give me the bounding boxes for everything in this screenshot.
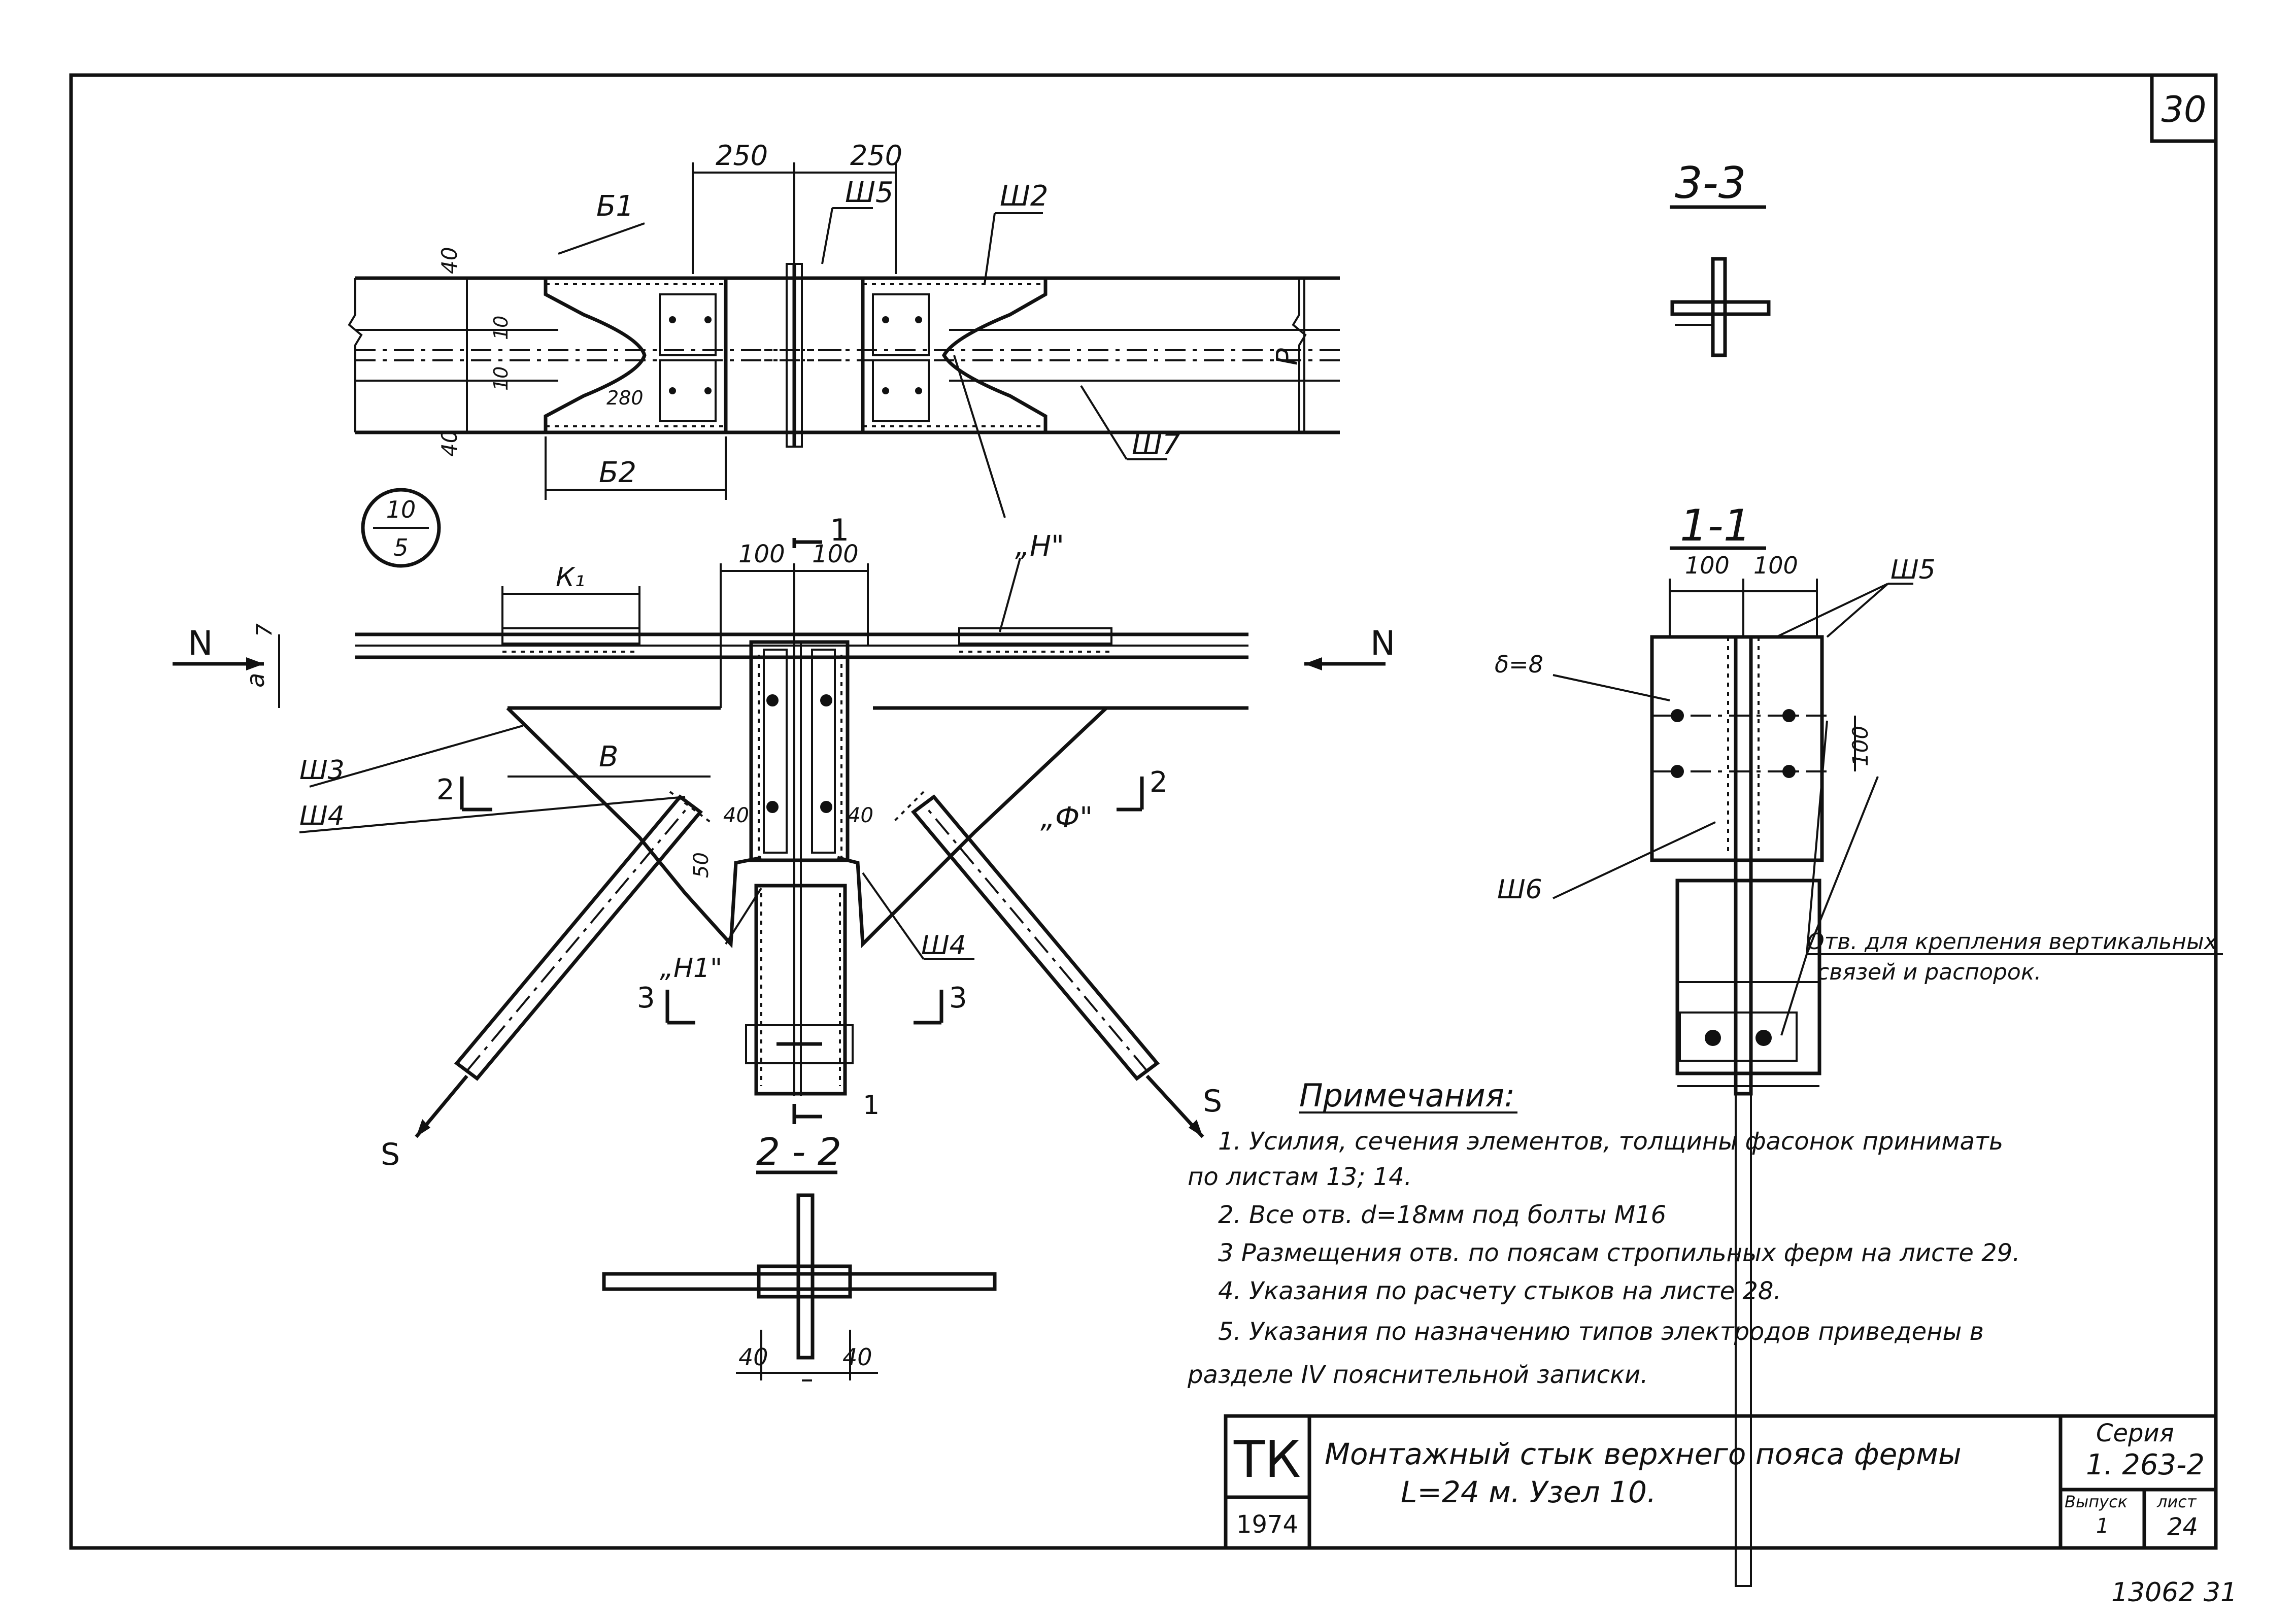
title-sheet-label: лист — [2156, 1492, 2197, 1511]
archive-stamp: 13062 31 — [2111, 1577, 2237, 1608]
section-3-3-title: 3-3 — [1675, 158, 1746, 209]
notes-heading: Примечания: — [1299, 1077, 1515, 1114]
sec11-dim-100-left: 100 — [1685, 552, 1730, 579]
elev-section-2-left: 2 — [436, 773, 455, 806]
sec11-label-sh6: Ш6 — [1497, 874, 1542, 905]
elev-label-a: а — [242, 673, 270, 688]
title-block: ТК 1974 Монтажный стык верхнего пояса фе… — [1224, 1414, 2218, 1550]
sec11-label-sh5: Ш5 — [1890, 555, 1936, 585]
elev-label-s-right: S — [1203, 1084, 1222, 1119]
plan-label-sh2: Ш2 — [1000, 180, 1049, 213]
title-line1: Монтажный стык верхнего пояса фермы — [1325, 1437, 1962, 1471]
note-2: 2. Все отв. d=18мм под болты М16 — [1218, 1201, 1666, 1229]
title-issue-label: Выпуск — [2065, 1492, 2128, 1511]
plan-dim-40-top: 40 — [437, 247, 462, 274]
section-1-1-title: 1-1 — [1680, 500, 1751, 551]
elev-label-v: В — [599, 740, 618, 773]
plan-label-sh5: Ш5 — [845, 176, 894, 209]
elev-label-sh3: Ш3 — [299, 755, 345, 786]
plan-dim-40-bottom: 40 — [437, 430, 462, 457]
elev-label-f: „Ф" — [1040, 801, 1093, 834]
elev-section-1-top: 1 — [830, 513, 849, 548]
plan-dim-280: 280 — [606, 387, 644, 409]
elev-section-3-left: 3 — [637, 982, 655, 1015]
elev-label-h1: „Н1" — [660, 953, 722, 984]
sec11-note-holes-line2: связей и распорок. — [1817, 959, 2041, 985]
plan-label-p: Р — [1271, 348, 1304, 365]
section-2-2-dim-left: 40 — [738, 1343, 768, 1371]
elev-dim-40-right: 40 — [848, 804, 873, 827]
section-2-2-dim-right: 40 — [842, 1343, 872, 1371]
sec11-dim-100-right: 100 — [1753, 552, 1798, 579]
note-1-line2: по листам 13; 14. — [1188, 1163, 1412, 1191]
section-3-3: 3-3 — [1670, 158, 1771, 357]
title-issue-value: 1 — [2096, 1514, 2109, 1538]
section-2-2-title: 2 - 2 — [756, 1130, 841, 1174]
title-series-value: 1. 263-2 — [2086, 1448, 2205, 1481]
sec11-note-holes-line1: Отв. для крепления вертикальных — [1807, 929, 2218, 955]
sec11-dim-100-vertical: 100 — [1848, 726, 1873, 766]
elev-section-1-bottom: 1 — [863, 1090, 880, 1121]
node-mark-top: 10 — [386, 496, 416, 523]
plan-view: 250 250 Б1 Ш5 Ш2 Ш7 Р 40 40 10 10 280 Б2 — [348, 140, 1340, 500]
title-tk: ТК — [1233, 1430, 1301, 1489]
elev-label-n-left: N — [188, 624, 213, 663]
plan-dim-10a: 10 — [490, 316, 512, 340]
sheet-number: 30 — [2161, 89, 2206, 130]
plan-label-sh7: Ш7 — [1132, 428, 1180, 461]
note-4: 4. Указания по расчету стыков на листе 2… — [1218, 1277, 1781, 1305]
elev-dim-100-left: 100 — [738, 540, 785, 568]
elev-dim-100-right: 100 — [812, 540, 859, 568]
title-series-label: Серия — [2096, 1419, 2174, 1447]
sheet-frame: 30 13062 31 — [69, 73, 2237, 1608]
node-mark-bottom: 5 — [393, 534, 408, 561]
elev-dim-40-left: 40 — [723, 804, 749, 827]
plan-dim-250-right: 250 — [850, 140, 902, 172]
node-mark: 10 5 — [361, 488, 441, 568]
title-year: 1974 — [1236, 1510, 1298, 1539]
title-line2: L=24 м. Узел 10. — [1401, 1475, 1656, 1509]
elev-section-3-right: 3 — [949, 982, 967, 1015]
elev-dim-7: 7 — [252, 623, 277, 637]
note-3: 3 Размещения отв. по поясам стропильных … — [1218, 1239, 2020, 1267]
elevation-view: S S N N 7 а 1 100 100 К₁ „Н" В — [173, 355, 1395, 1172]
elev-section-2-right: 2 — [1150, 766, 1168, 799]
elev-label-s-left: S — [381, 1137, 400, 1172]
sec11-label-delta: δ=8 — [1495, 651, 1543, 678]
plan-dim-10b: 10 — [490, 366, 512, 391]
title-sheet-value: 24 — [2167, 1513, 2198, 1541]
elev-label-n-right: N — [1370, 624, 1395, 663]
section-1-1: 1-1 100 100 100 Ш5 δ=8 Ш6 — [1495, 500, 2223, 1587]
elev-dim-50: 50 — [690, 852, 713, 878]
note-1-line1: 1. Усилия, сечения элементов, толщины фа… — [1218, 1127, 2003, 1156]
elev-label-k1: К₁ — [556, 562, 585, 593]
note-5-line2: разделе IV пояснительной записки. — [1187, 1361, 1648, 1389]
plan-label-b2: Б2 — [599, 456, 636, 489]
section-2-2: 2 - 2 40 40 — [602, 1130, 997, 1381]
notes-block: Примечания: 1. Усилия, сечения элементов… — [1187, 1077, 2020, 1389]
elev-label-sh4-left: Ш4 — [299, 801, 345, 831]
plan-dim-250-left: 250 — [716, 140, 768, 172]
plan-label-b1: Б1 — [596, 190, 634, 223]
elev-label-h: „Н" — [1015, 530, 1064, 563]
elev-label-sh4-right: Ш4 — [921, 930, 966, 961]
note-5-line1: 5. Указания по назначению типов электрод… — [1218, 1318, 1984, 1346]
